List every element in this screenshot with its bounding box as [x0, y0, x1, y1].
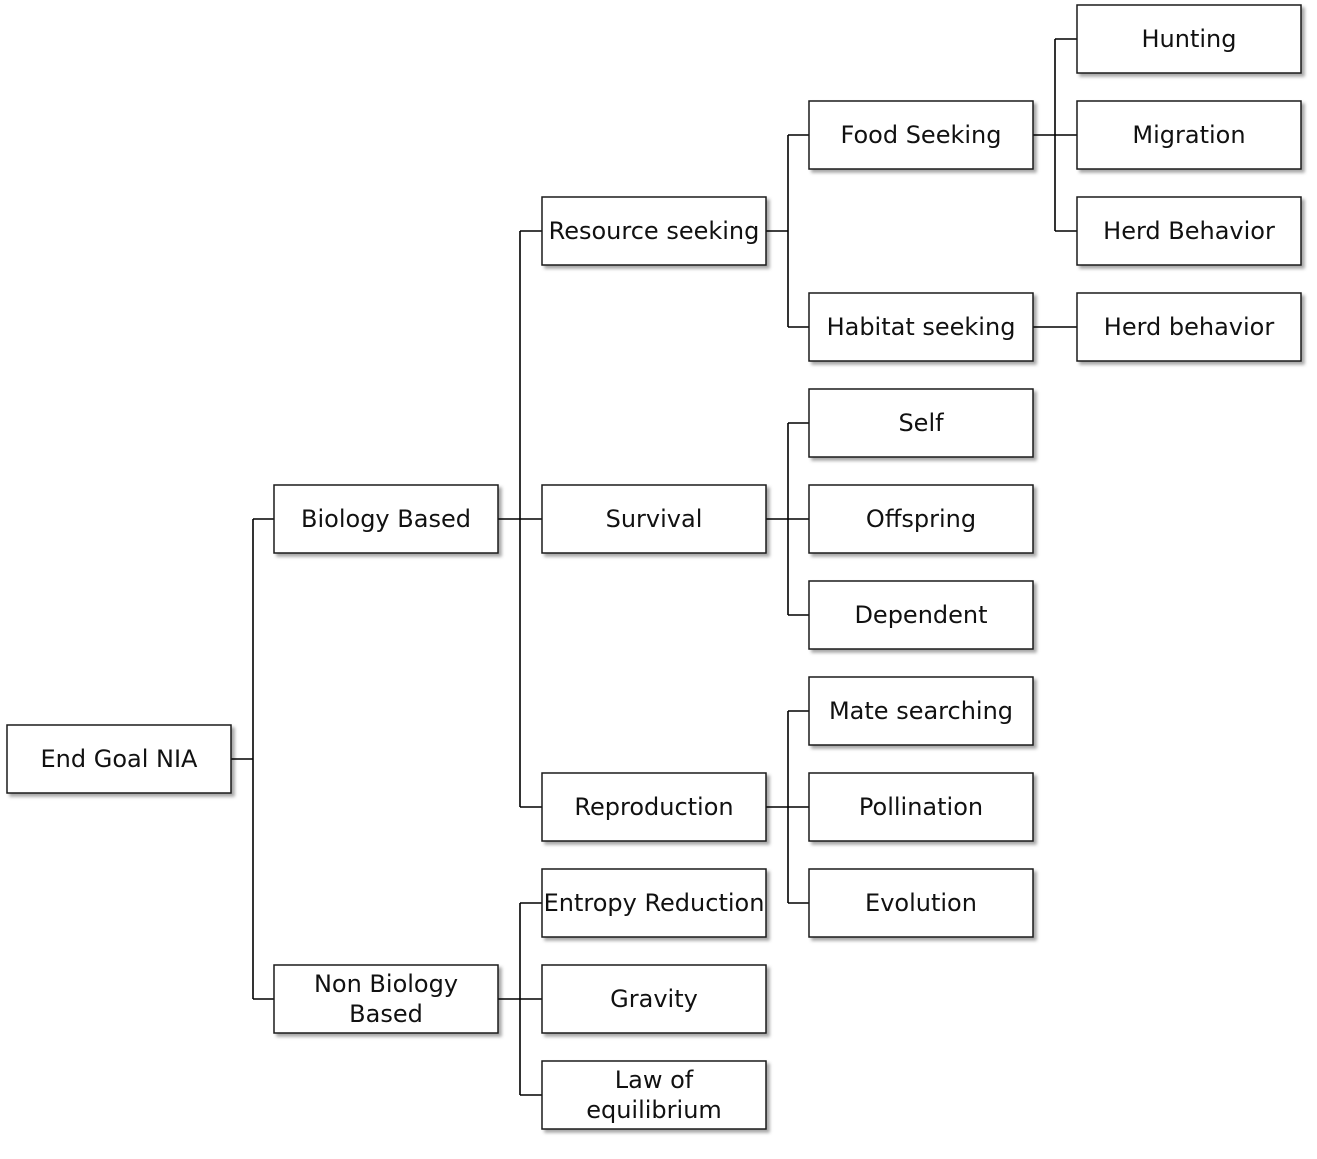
node-label: equilibrium	[586, 1096, 722, 1124]
node-herd-lower: Herd behavior	[1076, 292, 1302, 362]
node-label: Pollination	[859, 793, 983, 821]
node-dependent: Dependent	[808, 580, 1034, 650]
node-evolution: Evolution	[808, 868, 1034, 938]
node-label: Herd behavior	[1104, 313, 1275, 341]
node-self: Self	[808, 388, 1034, 458]
node-box	[6, 724, 232, 794]
node-box	[808, 484, 1034, 554]
node-box	[808, 868, 1034, 938]
node-box	[541, 1060, 767, 1130]
node-survival: Survival	[541, 484, 767, 554]
node-label: Gravity	[610, 985, 698, 1013]
node-box	[541, 868, 767, 938]
node-label: Based	[349, 1000, 423, 1028]
node-label: Hunting	[1142, 25, 1237, 53]
node-box	[808, 388, 1034, 458]
node-end-goal: End Goal NIA	[6, 724, 232, 794]
node-box	[541, 772, 767, 842]
node-label: Mate searching	[829, 697, 1013, 725]
node-entropy: Entropy Reduction	[541, 868, 767, 938]
node-label: Evolution	[865, 889, 977, 917]
node-box	[1076, 100, 1302, 170]
node-migration: Migration	[1076, 100, 1302, 170]
node-label: End Goal NIA	[41, 745, 199, 773]
node-label: Habitat seeking	[827, 313, 1016, 341]
node-mate: Mate searching	[808, 676, 1034, 746]
node-box	[541, 196, 767, 266]
node-box	[1076, 196, 1302, 266]
node-resource: Resource seeking	[541, 196, 767, 266]
node-food: Food Seeking	[808, 100, 1034, 170]
node-label: Biology Based	[301, 505, 471, 533]
node-label: Offspring	[866, 505, 976, 533]
node-box	[541, 484, 767, 554]
node-label: Entropy Reduction	[544, 889, 765, 917]
node-gravity: Gravity	[541, 964, 767, 1034]
node-box	[273, 964, 499, 1034]
node-box	[808, 292, 1034, 362]
node-herd-upper: Herd Behavior	[1076, 196, 1302, 266]
node-habitat: Habitat seeking	[808, 292, 1034, 362]
node-offspring: Offspring	[808, 484, 1034, 554]
node-box	[1076, 4, 1302, 74]
connector-lines	[231, 38, 1077, 1096]
node-hunting: Hunting	[1076, 4, 1302, 74]
node-label: Resource seeking	[549, 217, 760, 245]
node-label: Food Seeking	[841, 121, 1002, 149]
node-label: Survival	[606, 505, 703, 533]
node-reproduction: Reproduction	[541, 772, 767, 842]
node-box	[273, 484, 499, 554]
node-label: Herd Behavior	[1103, 217, 1275, 245]
node-box	[808, 676, 1034, 746]
node-box	[808, 772, 1034, 842]
node-label: Non Biology	[314, 970, 458, 998]
node-pollination: Pollination	[808, 772, 1034, 842]
node-label: Self	[898, 409, 944, 437]
node-label: Reproduction	[574, 793, 733, 821]
node-label: Dependent	[854, 601, 987, 629]
node-box	[808, 100, 1034, 170]
node-label: Migration	[1132, 121, 1245, 149]
node-biology: Biology Based	[273, 484, 499, 554]
node-box	[1076, 292, 1302, 362]
node-label: Law of	[615, 1066, 694, 1094]
node-box	[541, 964, 767, 1034]
node-box	[808, 580, 1034, 650]
